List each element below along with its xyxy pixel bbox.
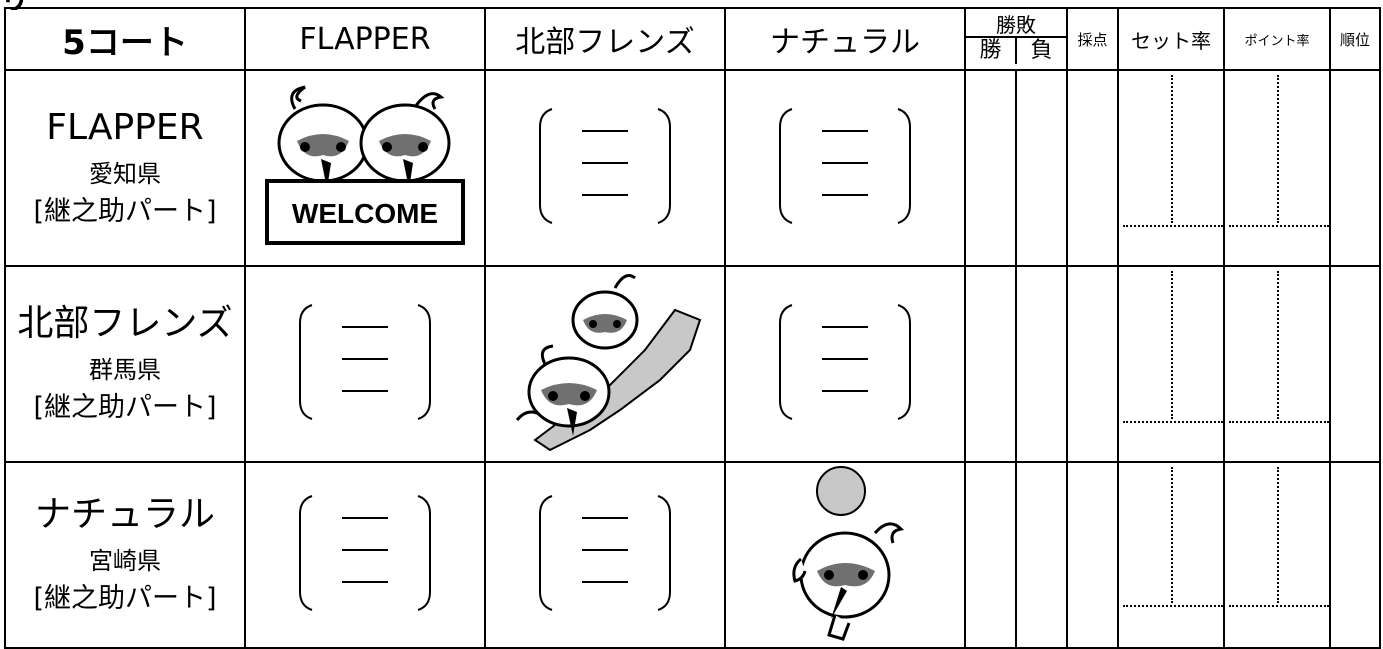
loss-count-cell (1015, 461, 1068, 649)
score-cell (1066, 265, 1119, 463)
league-table: 5コート FLAPPER 北部フレンズ ナチュラル 勝敗 勝 負 採点 セット率… (4, 7, 1381, 649)
col-header-flapper: FLAPPER (244, 7, 486, 71)
score-bracket-icon (539, 495, 671, 611)
row-header-flapper: FLAPPER 愛知県 [継之助パート] (4, 69, 246, 267)
set-rate-header: セット率 (1117, 7, 1225, 71)
point-rate-cell (1223, 69, 1331, 267)
set-rate-cell (1117, 69, 1225, 267)
team-prefecture: 宮崎県 (89, 547, 161, 575)
col-header-natural: ナチュラル (724, 7, 966, 71)
score-bracket-icon (779, 304, 911, 420)
welcome-mascot-cell: WELCOME (244, 69, 486, 267)
map-mascot-illustration (515, 273, 702, 451)
point-rate-cell (1223, 265, 1331, 463)
match-cell (724, 265, 966, 463)
team-part: [継之助パート] (33, 196, 217, 227)
header-row: 5コート FLAPPER 北部フレンズ ナチュラル 勝敗 勝 負 採点 セット率… (4, 7, 1381, 71)
match-cell (484, 461, 726, 649)
set-rate-cell (1117, 265, 1225, 463)
win-loss-label: 勝敗 (967, 14, 1065, 38)
win-count-cell (964, 265, 1017, 463)
team-prefecture: 愛知県 (89, 160, 161, 188)
team-name: 北部フレンズ (17, 303, 233, 344)
ball-mascot-illustration (792, 466, 905, 641)
rank-cell (1329, 69, 1381, 267)
win-count-cell (964, 69, 1017, 267)
match-cell (724, 69, 966, 267)
court-label: 5コート (4, 7, 246, 71)
ball-mascot-cell (724, 461, 966, 649)
score-bracket-icon (299, 495, 431, 611)
table-row: FLAPPER 愛知県 [継之助パート] (4, 69, 1381, 267)
table-row: 北部フレンズ 群馬県 [継之助パート] (4, 265, 1381, 463)
loss-count-cell (1015, 265, 1068, 463)
set-rate-cell (1117, 461, 1225, 649)
win-loss-header: 勝敗 勝 負 (964, 7, 1068, 71)
map-mascot-cell (484, 265, 726, 463)
loss-count-cell (1015, 69, 1068, 267)
point-rate-cell (1223, 461, 1331, 649)
col-header-hokubu: 北部フレンズ (484, 7, 726, 71)
team-part: [継之助パート] (33, 392, 217, 423)
score-bracket-icon (539, 108, 671, 224)
score-bracket-icon (779, 108, 911, 224)
welcome-mascot-illustration: WELCOME (265, 85, 465, 245)
win-count-cell (964, 461, 1017, 649)
score-bracket-icon (299, 304, 431, 420)
rank-header: 順位 (1329, 7, 1381, 71)
welcome-sign-text: WELCOME (292, 198, 438, 229)
score-header: 採点 (1066, 7, 1119, 71)
row-header-hokubu: 北部フレンズ 群馬県 [継之助パート] (4, 265, 246, 463)
score-cell (1066, 69, 1119, 267)
match-cell (244, 461, 486, 649)
table-row: ナチュラル 宮崎県 [継之助パート] (4, 461, 1381, 649)
rank-cell (1329, 265, 1381, 463)
team-prefecture: 群馬県 (89, 356, 161, 384)
point-rate-header: ポイント率 (1223, 7, 1331, 71)
team-name: FLAPPER (46, 107, 204, 148)
title-fragment: リーグ (0, 0, 44, 10)
rank-cell (1329, 461, 1381, 649)
loss-label: 負 (1015, 38, 1065, 64)
team-part: [継之助パート] (33, 583, 217, 614)
win-label: 勝 (979, 38, 1002, 63)
score-cell (1066, 461, 1119, 649)
match-cell (484, 69, 726, 267)
row-header-natural: ナチュラル 宮崎県 [継之助パート] (4, 461, 246, 649)
team-name: ナチュラル (34, 494, 215, 535)
match-cell (244, 265, 486, 463)
